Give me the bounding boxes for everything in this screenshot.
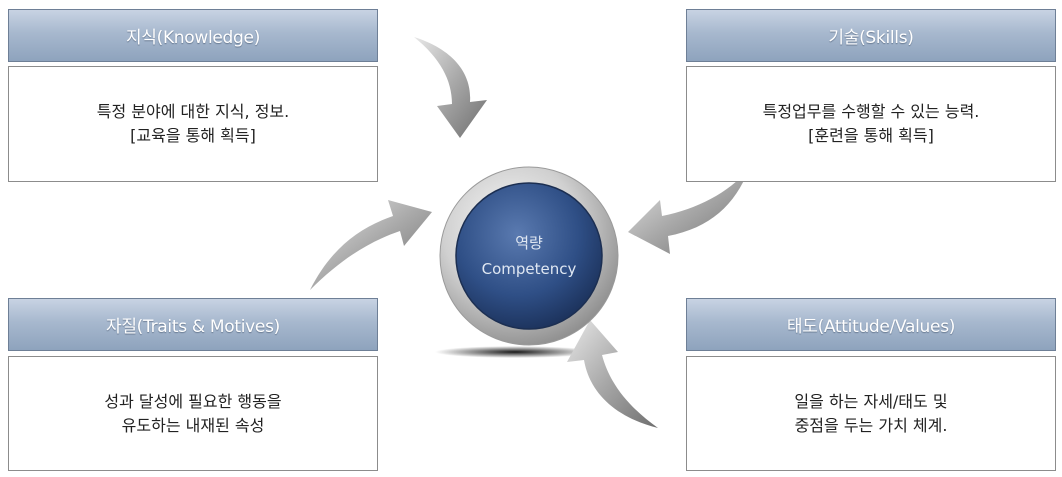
- traits-box: 성과 달성에 필요한 행동을 유도하는 내재된 속성: [8, 356, 378, 471]
- attitude-title: 태도(Attitude/Values): [786, 317, 956, 337]
- skills-header: 기술(Skills): [686, 9, 1056, 62]
- attitude-line1: 일을 하는 자세/태도 및: [794, 391, 948, 411]
- skills-line2: [훈련을 통해 획득]: [808, 126, 934, 145]
- attitude-box: 일을 하는 자세/태도 및 중점을 두는 가치 체계.: [686, 356, 1056, 471]
- arrow-traits: [310, 200, 432, 290]
- knowledge-line1: 특정 분야에 대한 지식, 정보.: [96, 102, 290, 121]
- center-shadow: [435, 346, 595, 358]
- skills-box: 특정업무를 수행할 수 있는 능력. [훈련을 통해 획득]: [686, 66, 1056, 182]
- center-label: 역량 Competency: [441, 168, 617, 344]
- attitude-line2: 중점을 두는 가치 체계.: [794, 415, 948, 435]
- knowledge-box: 특정 분야에 대한 지식, 정보. [교육을 통해 획득]: [8, 66, 378, 182]
- knowledge-header: 지식(Knowledge): [8, 9, 378, 62]
- traits-line1: 성과 달성에 필요한 행동을: [104, 391, 282, 411]
- traits-title: 자질(Traits & Motives): [106, 317, 280, 337]
- knowledge-title: 지식(Knowledge): [125, 28, 261, 48]
- center-core: [455, 182, 603, 330]
- arrow-knowledge: [414, 37, 487, 138]
- attitude-header: 태도(Attitude/Values): [686, 298, 1056, 351]
- skills-title: 기술(Skills): [828, 28, 914, 48]
- center-label-korean: 역량: [515, 234, 543, 252]
- skills-line1: 특정업무를 수행할 수 있는 능력.: [762, 102, 980, 121]
- traits-line2: 유도하는 내재된 속성: [121, 415, 265, 435]
- center-label-english: Competency: [481, 260, 577, 278]
- knowledge-line2: [교육을 통해 획득]: [130, 126, 256, 145]
- traits-header: 자질(Traits & Motives): [8, 298, 378, 351]
- arrow-attitude: [567, 320, 658, 428]
- arrow-skills: [628, 169, 749, 254]
